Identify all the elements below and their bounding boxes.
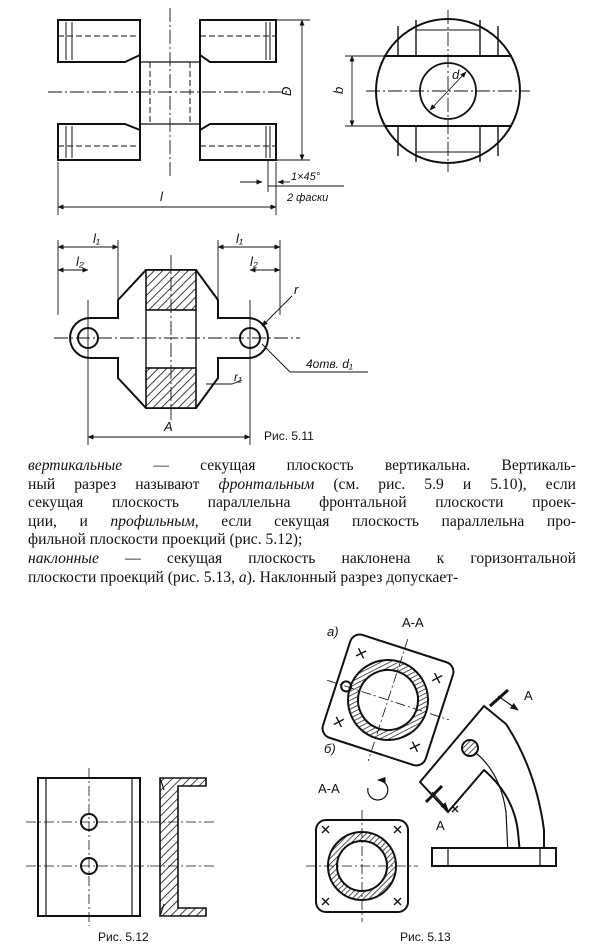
dim-l-label: l	[160, 189, 164, 204]
dim-d-label: d	[452, 67, 460, 82]
text-run: ). Наклонный разрез допускает-	[246, 568, 459, 586]
fig-5-13-label-b: б)	[324, 741, 336, 756]
text-run: секущая плоскость параллельна фронтально…	[28, 494, 576, 512]
text-line: ции, и профильным, если секущая плоскост…	[28, 513, 576, 532]
holes-label: 4отв. d₁	[306, 357, 353, 371]
chamfer-label: 1×45°	[291, 171, 321, 183]
dim-l1-right: l₁	[236, 231, 243, 246]
fig-5-13-arrow-top: А	[524, 688, 533, 703]
fig-5-13-caption: Рис. 5.13	[400, 930, 451, 944]
text-line: фильной плоскости проекций (рис. 5.12);	[28, 531, 576, 550]
text-run: ный разрез называют	[28, 475, 219, 493]
text-run: фильной плоскости проекций (рис. 5.12);	[28, 531, 303, 549]
dim-l1-left: l₁	[93, 231, 100, 246]
dim-l2-right: l₂	[250, 254, 258, 269]
chamfer-note: 2 фаски	[286, 192, 328, 204]
text-run: ции, и	[28, 512, 111, 530]
italic-term: профильным,	[110, 512, 199, 530]
text-line: наклонные — секущая плоскость наклонена …	[28, 550, 576, 569]
fig-5-11-caption: Рис. 5.11	[264, 429, 314, 443]
fig-5-13-section-b: А-А	[318, 781, 340, 796]
fig-5-12-drawing	[26, 768, 214, 926]
fig-5-13-arrow-bottom: А	[436, 818, 445, 833]
fig-5-11-front-view	[48, 8, 344, 215]
fig-5-13-label-a: а)	[327, 624, 339, 639]
text-run: (см. рис. 5.9 и 5.10), если	[314, 475, 576, 493]
italic-term: наклонные	[28, 549, 99, 567]
text-line: вертикальные — секущая плоскость вертика…	[28, 457, 576, 476]
fig-5-13-drawing-b	[306, 776, 418, 922]
italic-term: а	[238, 568, 247, 586]
text-line: ный разрез называют фронтальным (см. рис…	[28, 476, 576, 495]
fig-5-13-elbow	[418, 688, 557, 867]
text-run: если секущая плоскость параллельна про-	[198, 512, 576, 530]
text-line: секущая плоскость параллельна фронтально…	[28, 494, 576, 513]
fig-5-11-section-view	[54, 240, 368, 445]
italic-term: фронтальным	[218, 475, 315, 493]
fig-5-13-drawing-a	[321, 633, 455, 767]
text-run: — секущая плоскость наклонена к горизонт…	[98, 549, 576, 567]
fig-5-13-section-a: А-А	[402, 615, 424, 630]
dim-A-label: A	[163, 419, 173, 434]
text-run: — секущая плоскость вертикальна. Вертика…	[122, 457, 576, 474]
fig-5-12-caption: Рис. 5.12	[98, 930, 149, 944]
body-paragraph: вертикальные — секущая плоскость вертика…	[28, 457, 576, 587]
dim-l2-left: l₂	[76, 254, 84, 269]
dim-r1-label: r₁	[234, 370, 242, 384]
text-line: плоскости проекций (рис. 5.13, а). Накло…	[28, 569, 576, 588]
italic-term: вертикальные	[28, 457, 123, 474]
dim-D-label: D	[279, 87, 294, 96]
text-run: плоскости проекций (рис. 5.13,	[28, 568, 239, 586]
dim-r-label: r	[294, 282, 299, 297]
dim-b-label: b	[331, 87, 346, 94]
fig-5-11-side-view	[345, 10, 530, 172]
